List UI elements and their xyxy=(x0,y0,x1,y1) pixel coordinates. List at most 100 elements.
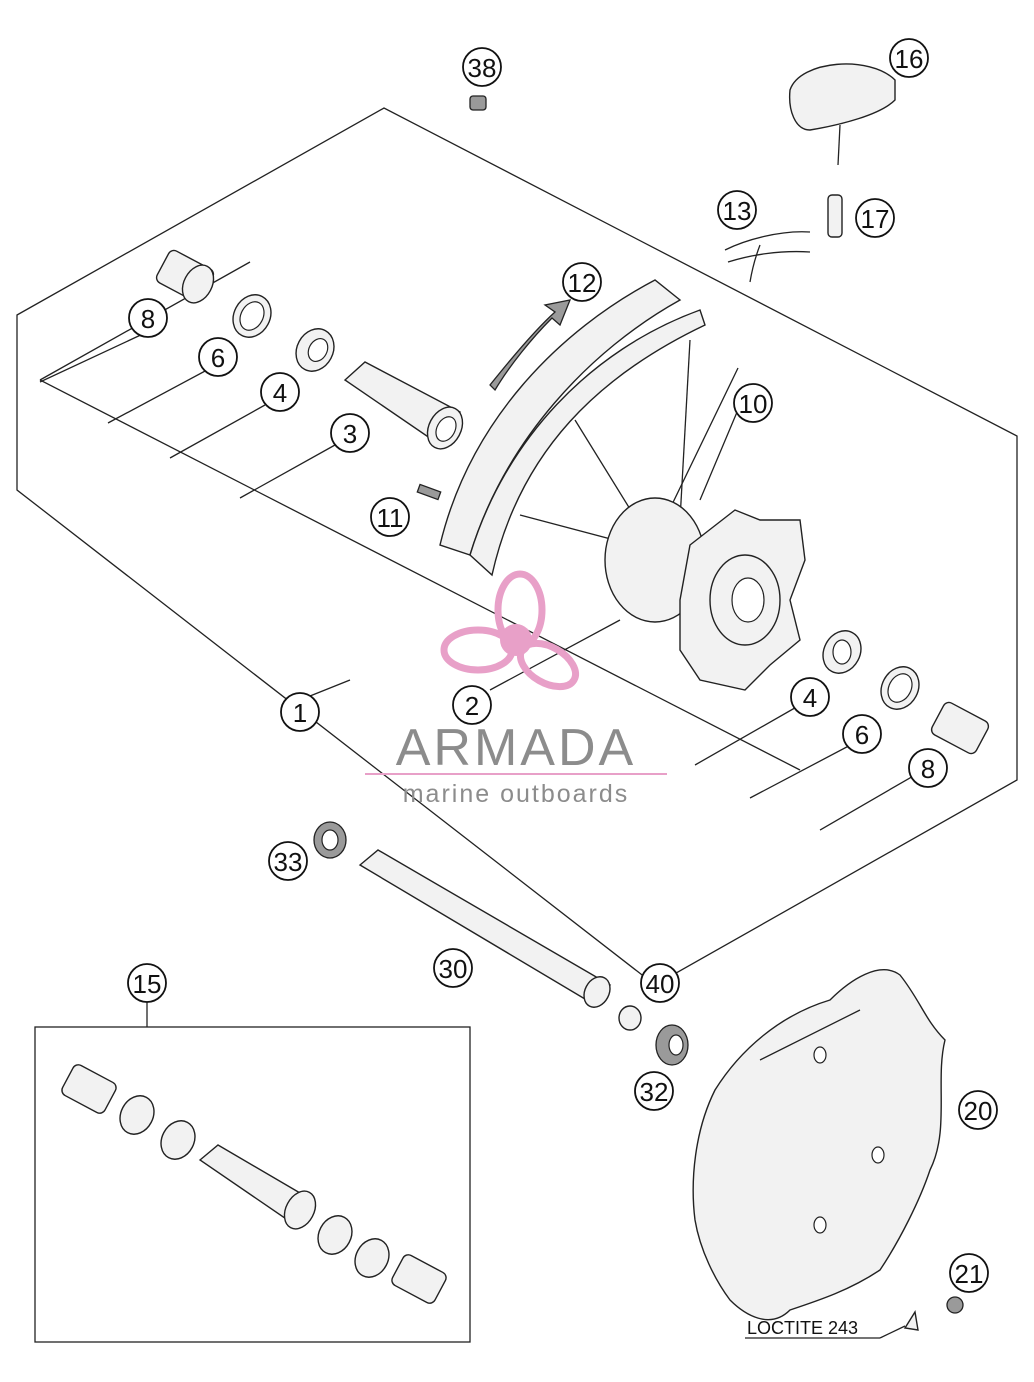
callout-2: 2 xyxy=(452,685,492,725)
callout-number: 10 xyxy=(739,389,768,419)
callout-8: 8 xyxy=(128,298,168,338)
callout-number: 15 xyxy=(133,969,162,999)
callout-number: 4 xyxy=(803,683,817,713)
callout-4: 4 xyxy=(260,372,300,412)
callout-32: 32 xyxy=(634,1071,674,1111)
axle-part xyxy=(358,849,612,1008)
callout-ring xyxy=(790,677,830,717)
callout-ring xyxy=(949,1253,989,1293)
callout-number: 2 xyxy=(465,691,479,721)
disc-screw-part xyxy=(903,1296,964,1331)
brake-disc-part xyxy=(692,969,946,1321)
bearing-kit-parts xyxy=(61,1064,447,1304)
spacer-part xyxy=(155,249,215,304)
callout-ring xyxy=(717,190,757,230)
callout-10: 10 xyxy=(733,383,773,423)
callout-8: 8 xyxy=(908,748,948,788)
leader-6 xyxy=(107,369,208,424)
seal-part xyxy=(232,294,272,338)
leader-2 xyxy=(489,619,621,691)
callout-3: 3 xyxy=(330,413,370,453)
callout-number: 8 xyxy=(141,304,155,334)
callout-21: 21 xyxy=(949,1253,989,1293)
callout-number: 13 xyxy=(723,196,752,226)
callout-number: 32 xyxy=(640,1077,669,1107)
leader-8b xyxy=(819,774,916,831)
bearing-kit-box xyxy=(34,1026,471,1343)
callout-number: 6 xyxy=(855,720,869,750)
loctite-note: LOCTITE 243 xyxy=(747,1318,858,1338)
callout-ring xyxy=(462,47,502,87)
leader-8 xyxy=(39,332,146,383)
valve-part xyxy=(827,194,843,238)
callout-6: 6 xyxy=(198,337,238,377)
hub-part xyxy=(604,497,806,691)
callout-ring xyxy=(842,714,882,754)
callout-6: 6 xyxy=(842,714,882,754)
callout-33: 33 xyxy=(268,841,308,881)
callout-ring xyxy=(260,372,300,412)
callout-12: 12 xyxy=(562,262,602,302)
callout-number: 4 xyxy=(273,378,287,408)
rim-tape-part xyxy=(724,231,811,283)
callout-ring xyxy=(958,1090,998,1130)
callout-number: 6 xyxy=(211,343,225,373)
rim-lock-part xyxy=(788,63,896,166)
callout-number: 16 xyxy=(895,44,924,74)
callout-ring xyxy=(433,948,473,988)
seal-33-part xyxy=(313,821,347,859)
armada-logo xyxy=(440,570,579,691)
callout-ring xyxy=(634,1071,674,1111)
callout-13: 13 xyxy=(717,190,757,230)
rim-part xyxy=(439,279,706,577)
leader-4b xyxy=(694,704,801,766)
callout-number: 40 xyxy=(646,969,675,999)
distance-tube-part xyxy=(343,361,464,450)
callout-ring xyxy=(127,963,167,1003)
callout-number: 21 xyxy=(955,1259,984,1289)
frame-rail-low xyxy=(39,379,801,771)
leader-6b xyxy=(749,739,861,799)
callout-ring xyxy=(280,692,320,732)
callout-15: 15 xyxy=(127,963,167,1003)
callout-number: 3 xyxy=(343,419,357,449)
callout-ring xyxy=(330,413,370,453)
nipple-screw xyxy=(416,483,442,501)
plug-part xyxy=(469,95,487,111)
loctite-leader xyxy=(879,1325,906,1339)
callout-4: 4 xyxy=(790,677,830,717)
callout-ring xyxy=(370,497,410,537)
callout-ring xyxy=(198,337,238,377)
callout-1: 1 xyxy=(280,692,320,732)
callout-number: 30 xyxy=(439,954,468,984)
callout-ring xyxy=(855,198,895,238)
callout-ring xyxy=(889,38,929,78)
callout-ring xyxy=(733,383,773,423)
callout-ring xyxy=(268,841,308,881)
callout-11: 11 xyxy=(370,497,410,537)
callout-ring xyxy=(640,963,680,1003)
nut-32-part xyxy=(655,1024,689,1066)
callout-number: 8 xyxy=(921,754,935,784)
callout-30: 30 xyxy=(433,948,473,988)
callout-ring xyxy=(128,298,168,338)
leader-4 xyxy=(169,404,266,459)
callout-number: 38 xyxy=(468,53,497,83)
bearing-part xyxy=(295,328,335,372)
callout-number: 17 xyxy=(861,204,890,234)
callout-20: 20 xyxy=(958,1090,998,1130)
seal-right-part xyxy=(880,666,920,710)
washer-40-part xyxy=(618,1005,642,1031)
leader-10 xyxy=(699,404,741,501)
bearing-right-part xyxy=(822,630,862,674)
callout-number: 20 xyxy=(964,1096,993,1126)
callout-ring xyxy=(452,685,492,725)
callout-38: 38 xyxy=(462,47,502,87)
callout-16: 16 xyxy=(889,38,929,78)
leader-3 xyxy=(239,444,336,499)
watermark-tagline: marine outboards xyxy=(403,780,630,808)
callout-ring xyxy=(562,262,602,302)
assembly-frame xyxy=(16,107,1018,986)
